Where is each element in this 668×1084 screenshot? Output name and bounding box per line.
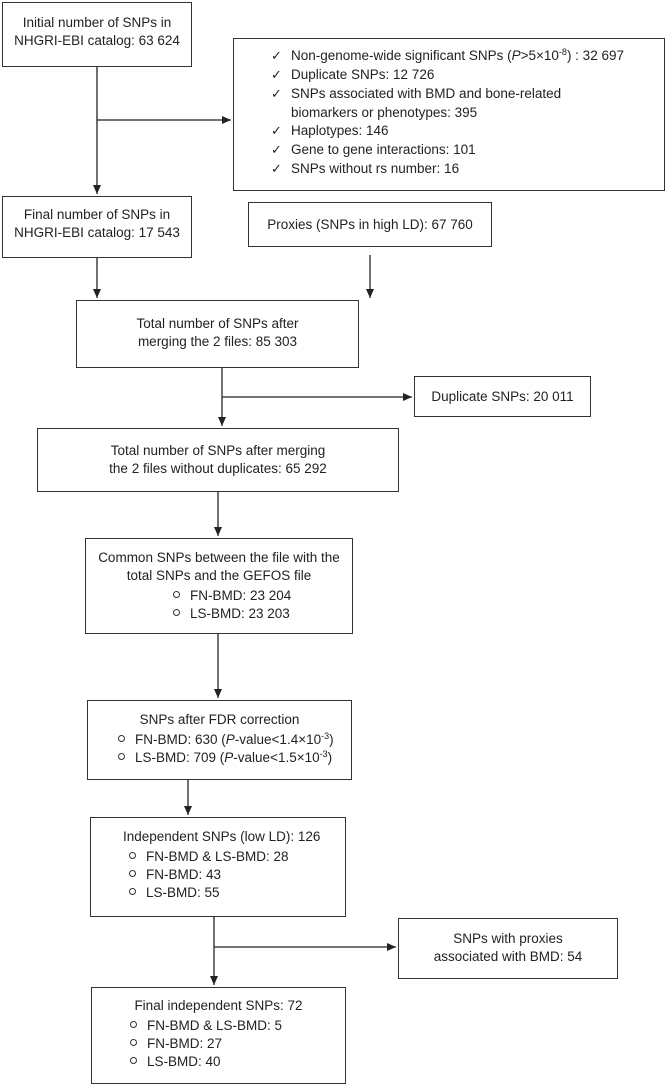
exclusion-item: Gene to gene interactions: 101	[271, 141, 664, 160]
fdr-threshold: -value<1.5×10	[233, 750, 320, 765]
box-common-line-1: Common SNPs between the file with the	[98, 550, 340, 565]
exclusion-text: SNPs without rs number: 16	[291, 161, 460, 176]
final-item: LS-BMD: 40	[92, 1053, 345, 1071]
exclusion-threshold: >5×10	[520, 48, 559, 63]
box-initial-catalog: Initial number of SNPs in NHGRI-EBI cata…	[2, 2, 192, 67]
box-final-catalog-line-1: Final number of SNPs in	[23, 207, 171, 222]
exclusion-text: Gene to gene interactions: 101	[291, 142, 476, 157]
box-proxies-bmd-line-2: associated with BMD: 54	[433, 949, 583, 964]
common-item-fn: FN-BMD: 23 204	[86, 587, 352, 605]
box-duplicates-text: Duplicate SNPs: 20 011	[431, 389, 574, 404]
box-final-title: Final independent SNPs: 72	[134, 998, 303, 1013]
exclusion-item: Haplotypes: 146	[271, 122, 664, 141]
box-independent: Independent SNPs (low LD): 126 FN-BMD & …	[90, 817, 346, 917]
box-final-catalog-line-2: NHGRI-EBI catalog: 17 543	[14, 225, 180, 240]
box-final-independent: Final independent SNPs: 72 FN-BMD & LS-B…	[91, 987, 346, 1084]
independent-item: FN-BMD: 43	[123, 866, 345, 884]
exclusion-item: SNPs associated with BMD and bone-relate…	[271, 85, 664, 104]
box-proxies-bmd: SNPs with proxies associated with BMD: 5…	[398, 918, 618, 979]
exclusion-item-continued: biomarkers or phenotypes: 395	[291, 105, 478, 120]
box-merged-nodup: Total number of SNPs after merging the 2…	[37, 428, 399, 492]
box-common-snps: Common SNPs between the file with the to…	[85, 538, 353, 634]
exclusion-text: Duplicate SNPs: 12 726	[291, 67, 435, 82]
box-final-catalog: Final number of SNPs in NHGRI-EBI catalo…	[2, 196, 192, 258]
box-duplicates: Duplicate SNPs: 20 011	[414, 376, 591, 417]
exponent: -3	[319, 749, 328, 759]
exponent: -8	[558, 47, 567, 57]
box-independent-title: Independent SNPs (low LD): 126	[123, 829, 321, 844]
exclusion-text: Haplotypes: 146	[291, 123, 389, 138]
box-merged-nodup-line-1: Total number of SNPs after merging	[110, 443, 326, 458]
box-initial-line-2: NHGRI-EBI catalog: 63 624	[14, 33, 180, 48]
exclusion-item: Duplicate SNPs: 12 726	[271, 66, 664, 85]
fdr-text: FN-BMD: 630 (	[135, 732, 226, 747]
box-proxies: Proxies (SNPs in high LD): 67 760	[248, 202, 492, 247]
independent-item: FN-BMD & LS-BMD: 28	[123, 848, 345, 866]
fdr-text: LS-BMD: 709 (	[135, 750, 225, 765]
p-symbol: P	[224, 750, 234, 765]
exclusion-text: Non-genome-wide significant SNPs (	[291, 48, 512, 63]
box-fdr: SNPs after FDR correction FN-BMD: 630 (P…	[87, 700, 352, 780]
box-proxies-text: Proxies (SNPs in high LD): 67 760	[267, 217, 473, 232]
box-initial-line-1: Initial number of SNPs in	[22, 15, 172, 30]
box-proxies-bmd-line-1: SNPs with proxies	[453, 931, 563, 946]
fdr-item: LS-BMD: 709 (P-value<1.5×10-3)	[88, 749, 351, 767]
box-common-line-2: total SNPs and the GEFOS file	[126, 568, 312, 583]
exclusion-count: ) : 32 697	[566, 48, 624, 63]
fdr-close: )	[327, 750, 333, 765]
final-item: FN-BMD & LS-BMD: 5	[92, 1017, 345, 1035]
final-item: FN-BMD: 27	[92, 1035, 345, 1053]
fdr-close: )	[329, 732, 334, 747]
box-exclusions: Non-genome-wide significant SNPs (P>5×10…	[233, 38, 665, 191]
fdr-item: FN-BMD: 630 (P-value<1.4×10-3)	[88, 731, 351, 749]
exponent: -3	[321, 731, 330, 741]
exclusion-item: SNPs without rs number: 16	[271, 160, 664, 179]
independent-item: LS-BMD: 55	[123, 884, 345, 902]
fdr-threshold: -value<1.4×10	[234, 732, 322, 747]
box-merged: Total number of SNPs after merging the 2…	[76, 300, 359, 368]
exclusion-item: Non-genome-wide significant SNPs (P>5×10…	[271, 47, 664, 66]
common-item-ls: LS-BMD: 23 203	[86, 605, 352, 623]
p-symbol: P	[511, 48, 521, 63]
p-symbol: P	[225, 732, 235, 747]
box-fdr-title: SNPs after FDR correction	[139, 712, 300, 727]
exclusion-text: SNPs associated with BMD and bone-relate…	[291, 86, 562, 101]
box-merged-nodup-line-2: the 2 files without duplicates: 65 292	[109, 461, 327, 476]
box-merged-line-1: Total number of SNPs after	[136, 316, 299, 331]
box-merged-line-2: merging the 2 files: 85 303	[137, 334, 298, 349]
